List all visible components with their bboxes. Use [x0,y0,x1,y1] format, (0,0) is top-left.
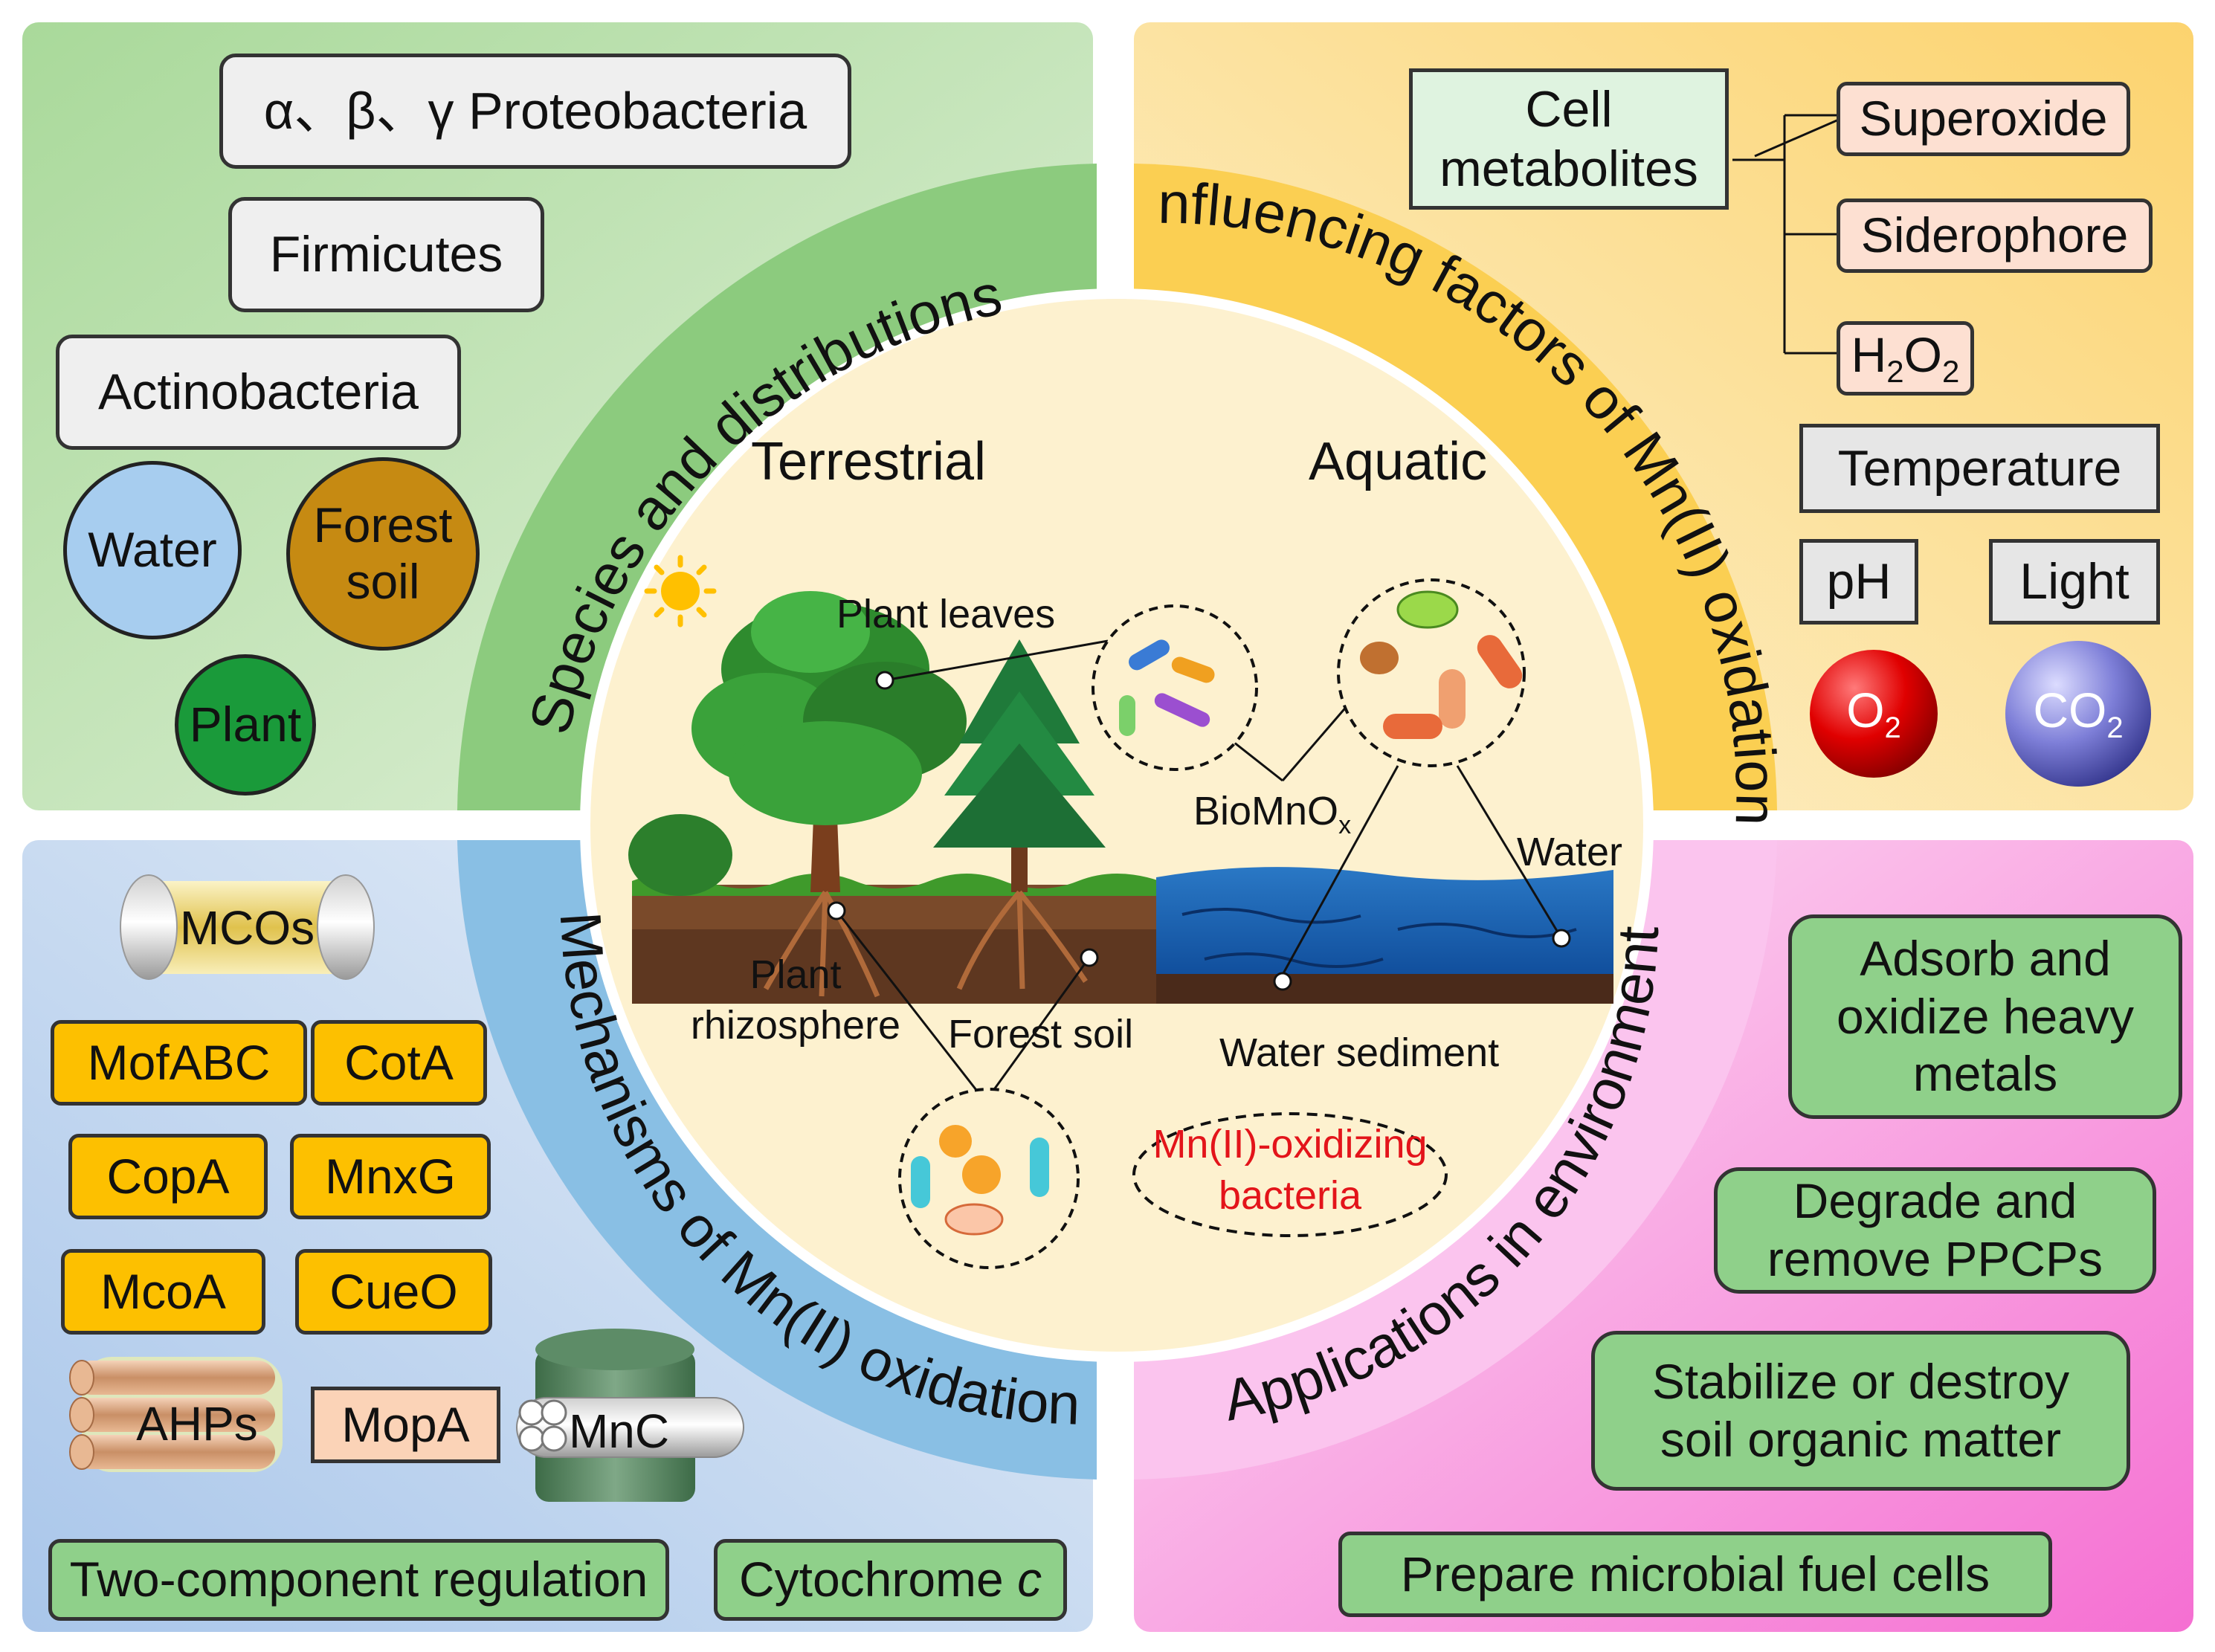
center-disc [580,288,1654,1362]
mofabc-box: MofABC [51,1020,307,1106]
two-component-box: Two-component regulation [48,1539,669,1621]
ahps-cylinders-icon [69,1357,283,1472]
ph-box: pH [1799,539,1918,625]
sun-icon [644,555,717,627]
soil-layer [632,874,1160,1004]
mopa-box: MopA [311,1387,500,1463]
stabilize-box: Stabilize or destroy soil organic matter [1591,1331,2130,1491]
mob-label: Mn(II)-oxidizing bacteria [1152,1122,1428,1219]
deciduous-tree-icon [691,591,967,998]
point-markers [827,671,1571,991]
conifer-tree-icon [933,639,1106,990]
water-label: Water [1517,830,1623,874]
mnc-cylinder-icon [516,1329,744,1502]
water-circle: Water [63,461,242,639]
cota-box: CotA [311,1020,487,1106]
mnxg-box: MnxG [290,1134,491,1219]
water-body [1156,867,1613,1004]
o2-label: O2 [1846,682,1901,744]
mcoa-box: McoA [61,1249,265,1335]
cueo-box: CueO [295,1249,492,1335]
o2-ball [1810,650,1938,778]
mob-dashed-outline [1132,1112,1448,1237]
plant-circle: Plant [175,654,316,796]
co2-label: CO2 [2033,682,2124,744]
fuel-cells-box: Prepare microbial fuel cells [1338,1532,2052,1617]
firmicutes-box: Firmicutes [228,197,544,312]
degrade-box: Degrade and remove PPCPs [1714,1167,2156,1294]
siderophore-box: Siderophore [1837,199,2153,273]
aquatic-label: Aquatic [1309,432,1488,491]
proteobacteria-box: α、β、γ Proteobacteria [219,54,851,169]
mnc-label: MnC [568,1404,670,1458]
forest-soil-label: Forest soil [948,1012,1134,1056]
bacteria-circle-leaves [1092,604,1258,771]
terrestrial-label: Terrestrial [751,432,987,491]
ahps-label: AHPs [136,1397,258,1451]
forest-soil-circle: Forest soil [286,457,480,651]
bacteria-circle-aquatic [1337,578,1526,767]
mcos-capsule-icon [120,874,375,980]
temperature-box: Temperature [1799,424,2160,513]
light-box: Light [1989,539,2160,625]
superoxide-box: Superoxide [1837,82,2130,156]
adsorb-box: Adsorb and oxidize heavy metals [1788,914,2182,1119]
co2-ball [2005,641,2151,787]
plant-leaves-label: Plant leaves [836,592,1056,636]
bacteria-circle-soil [898,1088,1080,1269]
water-sediment-label: Water sediment [1219,1030,1500,1075]
copa-box: CopA [68,1134,268,1219]
h2o2-box: H2O2 [1837,321,1974,396]
bush-icon [628,814,732,896]
cytochrome-box: Cytochrome c [714,1539,1067,1621]
mcos-label: MCOs [179,900,315,955]
cell-metabolites-box: Cell metabolites [1409,68,1729,210]
plant-rhizosphere-label: Plant rhizosphere [690,952,901,1048]
biomnox-label: BioMnOx [1193,789,1352,839]
actinobacteria-box: Actinobacteria [56,335,461,450]
